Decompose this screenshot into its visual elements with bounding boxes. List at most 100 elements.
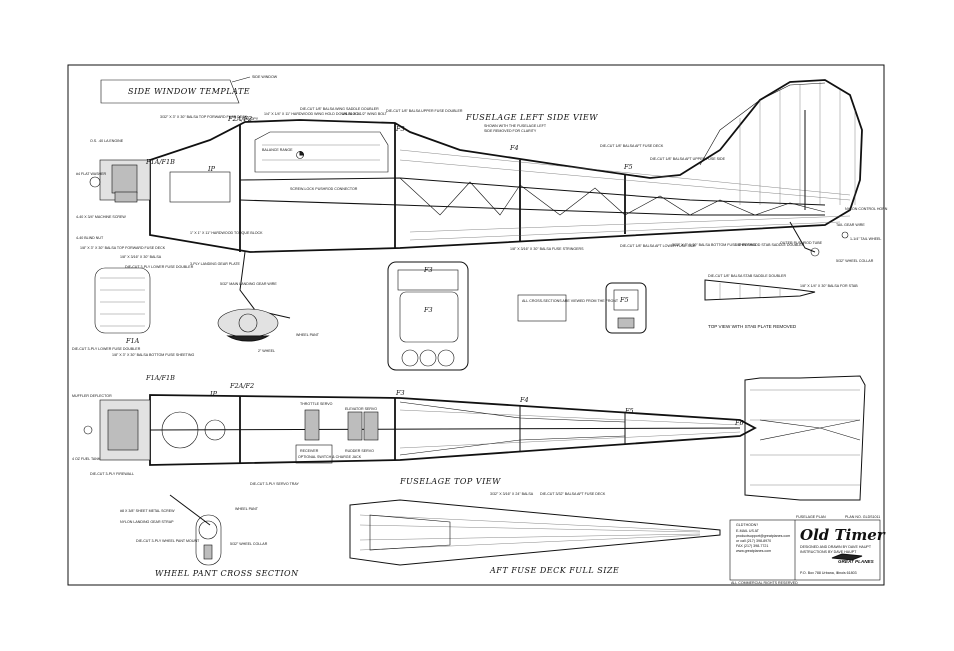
f3-cross-section: F3 F3 ALL CROSS-SECTIONS ARE VIEWED FROM… bbox=[387, 261, 619, 371]
throttle-servo-label: THROTTLE SERVO bbox=[300, 402, 333, 406]
fuselage-top-view: F3 F4 F5 F6 F1A/F1B F2A/F2 IP FUSELAGE T… bbox=[83, 374, 866, 501]
landing-gear-strap-label: NYLON LANDING GEAR STRAP bbox=[120, 520, 174, 524]
pushrod-connector-label: SCREW-LOCK PUSHROD CONNECTOR bbox=[290, 187, 358, 191]
support-line-1: E-MAIL US AT bbox=[736, 529, 760, 533]
support-line-5: www.greatplanes.com bbox=[736, 549, 771, 553]
servo-tray-label: DIE-CUT 3-PLY SERVO TRAY bbox=[250, 482, 300, 486]
former-f3-top-label: F3 bbox=[395, 389, 405, 397]
fuse-stringers-label: 1/8" X 3/16" X 30" BALSA FUSE STRINGERS bbox=[510, 247, 584, 251]
top-view-callouts: MUFFLER DEFLECTOR THROTTLE SERVO ELEVATO… bbox=[72, 394, 606, 496]
fwd-fuse-deck-label: 1/8" X 3" X 30" BALSA TOP FORWARD FUSE D… bbox=[80, 246, 166, 250]
fuse-deck-note-1: 3/32" X 3/16" X 24" BALSA bbox=[490, 492, 534, 496]
designed-by: DESIGNED AND DRAWN BY DAVE HAUPT bbox=[800, 545, 872, 549]
nylon-control-label: NYLON CONTROL HORN bbox=[845, 207, 888, 211]
company-address: P.O. Box 788 Urbana, Illinois 61803 bbox=[800, 571, 857, 575]
stab-top-view-title: TOP VIEW WITH STAB PLATE REMOVED bbox=[708, 324, 797, 329]
f3-center-label: F3 bbox=[423, 306, 433, 314]
wheel-pant-section-label: WHEEL PANT bbox=[235, 507, 259, 511]
torque-block-label: 1" X 1" X 11" HARDWOOD TORQUE BLOCK bbox=[190, 231, 263, 235]
former-ip-top-label: IP bbox=[209, 390, 218, 398]
rubber-bands-label: 1/4-20 X 1-1/2" WING BOLT bbox=[342, 112, 388, 116]
former-f1a-view-label: F1A bbox=[125, 337, 140, 345]
support-line-2: productsupport@greatplanes.com bbox=[736, 534, 790, 538]
bottom-sheeting-label: 3/32" X 3" X 30" BALSA BOTTOM FUSE SHEET… bbox=[672, 243, 756, 247]
ply-landing-label: 3-PLY LANDING GEAR PLATE bbox=[190, 262, 241, 266]
muffler-label: MUFFLER DEFLECTOR bbox=[72, 394, 112, 398]
aft-upper-fuse-label: DIE-CUT 1/8" BALSA AFT UPPER FUSE SIDE bbox=[650, 157, 726, 161]
f1a-lower-fuse-label: DIE-CUT 3-PLY LOWER FUSE DOUBLER bbox=[72, 347, 141, 351]
former-f5-top-label: F5 bbox=[624, 407, 634, 415]
rights-text: ALL COMMERCIAL RIGHTS RESERVED bbox=[731, 581, 798, 585]
aft-fuse-deck: AFT FUSE DECK FULL SIZE bbox=[349, 499, 721, 575]
canopy-label: CANOPY bbox=[243, 117, 259, 121]
elevator-servo-label: ELEVATOR SERVO bbox=[345, 407, 377, 411]
tail-wheel-label: 1-1/4" TAIL WHEEL bbox=[850, 237, 881, 241]
stab-saddle-label: 1/8" PLYWOOD STAB SADDLE DOUBLER bbox=[735, 243, 805, 247]
wheel-pant-label: WHEEL PANT bbox=[296, 333, 320, 337]
side-view-note-2: SIDE REMOVED FOR CLARITY bbox=[484, 129, 537, 133]
top-fwd-deck-label: 3/32" X 3" X 30" BALSA TOP FORWARD FUSE … bbox=[160, 115, 248, 119]
rear-fuse-doubler-label: 1/8" X 3/16" X 30" BALSA bbox=[120, 255, 162, 259]
former-ip-label: IP bbox=[207, 165, 216, 173]
former-f3-label: F3 bbox=[395, 125, 405, 133]
wheel-collar-label: 5/32" WHEEL COLLAR bbox=[836, 259, 874, 263]
former-f3-cross-label: F3 bbox=[423, 266, 433, 274]
former-f5-cross-label: F5 bbox=[619, 296, 629, 304]
f5-cross-section: F5 bbox=[605, 282, 647, 334]
aft-lower-fuse-label: DIE-CUT 1/8" BALSA AFT LOWER FUSE SIDE bbox=[620, 244, 696, 248]
plan-label: FUSELAGE PLAN bbox=[796, 515, 826, 519]
support-line-3: or call (217) 398-8970 bbox=[736, 539, 771, 543]
stab-top-label: 1/8" X 1/4" X 30" BALSA FOR STAB bbox=[800, 284, 858, 288]
flat-washer-label: #4 FLAT WASHER bbox=[76, 172, 106, 176]
wheel-collar2-label: 5/32" WHEEL COLLAR bbox=[230, 542, 268, 546]
wing-saddle-label: DIE-CUT 1/8" BALSA WING SADDLE DOUBLER bbox=[300, 107, 379, 111]
side-window-label: SIDE WINDOW bbox=[252, 75, 278, 79]
support-title: GLDTHODN? bbox=[736, 523, 758, 527]
balance-range-label: BALANCE RANGE bbox=[262, 148, 293, 152]
machine-screw-label: 4-40 X 3/4" MACHINE SCREW bbox=[76, 215, 126, 219]
former-f1a-top-label: F1A/F1B bbox=[145, 374, 175, 382]
side-view-note-1: SHOWN WITH THE FUSELAGE LEFT bbox=[484, 124, 547, 128]
cross-section-note: ALL CROSS-SECTIONS ARE VIEWED FROM THE F… bbox=[522, 299, 619, 303]
wheel-pant-cross-section: WHEEL PANT CROSS SECTION #8 X 3/8" SHEET… bbox=[120, 494, 299, 578]
receiver-label: RECEIVER bbox=[300, 449, 319, 453]
engine-label: O.S. .40 LA ENGINE bbox=[90, 139, 124, 143]
title-block: FUSELAGE PLAN PLAN NO. GLDS1011 GLDTHODN… bbox=[729, 515, 886, 585]
stab-doubler-label: DIE-CUT 1/8" BALSA STAB SADDLE DOUBLER bbox=[708, 274, 786, 278]
company-name: GREAT PLANES bbox=[838, 559, 875, 564]
aft-fuse-deck-label: DIE-CUT 1/8" BALSA AFT FUSE DECK bbox=[600, 144, 664, 148]
wheel-pant-mount-label: DIE-CUT 3-PLY WHEEL PANT MOUNT bbox=[136, 539, 200, 543]
former-f4-top-label: F4 bbox=[519, 396, 529, 404]
firewall-label: DIE-CUT 3-PLY FIREWALL bbox=[90, 472, 134, 476]
former-f5-label: F5 bbox=[623, 163, 633, 171]
support-line-4: FAX (217) 398-7721 bbox=[736, 544, 768, 548]
former-f4-label: F4 bbox=[509, 144, 519, 152]
former-f1a-f1b-label: F1A/F1B bbox=[145, 158, 175, 166]
window-template-title: SIDE WINDOW TEMPLATE bbox=[128, 87, 250, 96]
former-f2a-f2-label: F2A/F2 bbox=[227, 115, 252, 123]
blind-nut-label: 4-40 BLIND NUT bbox=[76, 236, 104, 240]
rudder-servo-label: RUDDER SERVO bbox=[345, 449, 374, 453]
upper-fuse-label: DIE-CUT 1/8" BALSA UPPER FUSE DOUBLER bbox=[386, 109, 463, 113]
fuel-tank-label: 4 OZ FUEL TANK bbox=[72, 457, 101, 461]
wheel-label: 2" WHEEL bbox=[258, 349, 275, 353]
wing-hold-label: 1/4" X 1/4" X 11" HARDWOOD WING HOLD DOW… bbox=[264, 112, 361, 116]
stab-top-view: TOP VIEW WITH STAB PLATE REMOVED DIE-CUT… bbox=[704, 274, 858, 329]
former-f6-top-label: F6 bbox=[734, 419, 744, 427]
f1a-bottom-fuse-label: 1/8" X 3" X 30" BALSA BOTTOM FUSE SHEETI… bbox=[112, 353, 194, 357]
plan-no: PLAN NO. GLDS1011 bbox=[845, 515, 880, 519]
wheel-pant bbox=[217, 308, 279, 338]
f1a-cross-section: F1A DIE-CUT 3-PLY LOWER FUSE DOUBLER 1/8… bbox=[72, 267, 194, 357]
tail-gear-label: TAIL GEAR WIRE bbox=[836, 223, 865, 227]
landing-gear-label: 5/32" MAIN LANDING GEAR WIRE bbox=[220, 282, 277, 286]
side-window-template: SIDE WINDOW TEMPLATE SIDE WINDOW bbox=[100, 75, 278, 104]
top-view-title: FUSELAGE TOP VIEW bbox=[399, 477, 501, 486]
side-view-title: FUSELAGE LEFT SIDE VIEW bbox=[465, 113, 598, 122]
outer-pushrod-label: OUTER PUSHROD TUBE bbox=[780, 241, 823, 245]
great-planes-logo: GREAT PLANES bbox=[831, 553, 875, 564]
optional-switch-label: OPTIONAL SWITCH & CHARGE JACK bbox=[298, 455, 362, 459]
side-view-callouts: CANOPY 3/32" X 3" X 30" BALSA TOP FORWAR… bbox=[76, 107, 888, 353]
former-f2a-top-label: F2A/F2 bbox=[229, 382, 254, 390]
brand-name: Old Timer bbox=[800, 526, 886, 544]
